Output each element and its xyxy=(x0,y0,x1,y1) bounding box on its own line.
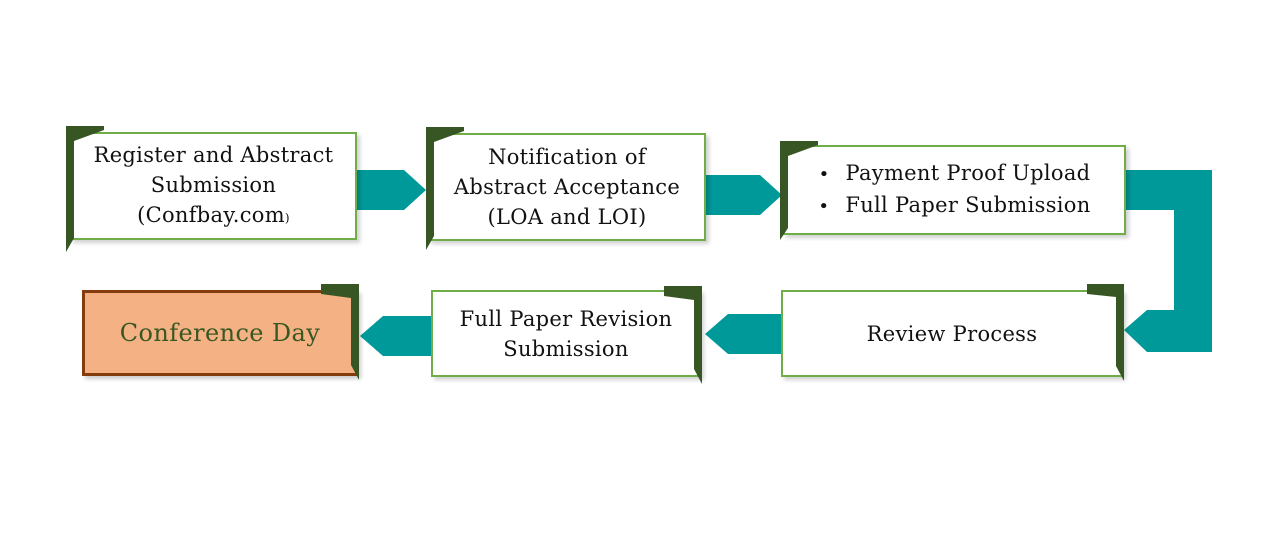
arrow-payment-to-review-elbow xyxy=(1117,170,1212,352)
step-revision-line2: Submission xyxy=(503,336,629,361)
step-notification-line2: Abstract Acceptance xyxy=(453,175,681,199)
step-register-line2: Submission xyxy=(150,172,277,197)
step-notification-line1: Notification of xyxy=(488,145,646,169)
step-revision-line1: Full Paper Revision xyxy=(459,306,673,331)
payment-item-2-text: Full Paper Submission xyxy=(845,193,1091,217)
step-conference-box: Conference Day xyxy=(82,290,358,376)
arrow-revision-to-conference xyxy=(360,316,438,356)
bullet-icon: • xyxy=(818,196,830,217)
step-notification-line3: (LOA and LOI) xyxy=(487,205,647,229)
payment-bullet-item-1: • Payment Proof Upload xyxy=(819,158,1091,190)
step-register-paren: ) xyxy=(284,210,290,225)
step-register-box: Register and Abstract Submission (Confba… xyxy=(70,132,357,240)
payment-bullet-item-2: • Full Paper Submission xyxy=(818,190,1090,222)
arrow-review-to-revision xyxy=(705,314,790,354)
step-notification-box: Notification of Abstract Acceptance (LOA… xyxy=(428,133,706,241)
step-conference-label: Conference Day xyxy=(119,319,321,347)
step-register-line1: Register and Abstract xyxy=(93,142,334,167)
step-payment-box: • Payment Proof Upload • Full Paper Subm… xyxy=(783,145,1126,235)
arrow-register-to-notification xyxy=(347,170,426,210)
step-review-box: Review Process xyxy=(781,290,1123,377)
payment-item-1-text: Payment Proof Upload xyxy=(845,161,1091,185)
step-review-label: Review Process xyxy=(866,321,1038,346)
step-revision-box: Full Paper Revision Submission xyxy=(431,290,701,377)
bullet-icon: • xyxy=(818,164,830,185)
arrow-notification-to-payment xyxy=(699,175,782,215)
step-register-line3: (Confbay.com) xyxy=(137,202,290,227)
